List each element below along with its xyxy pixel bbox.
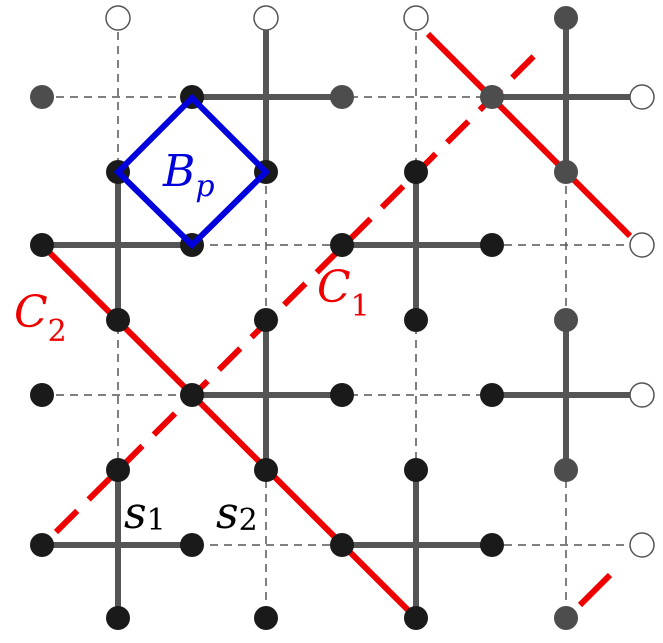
nodes-row-6 [106,458,578,482]
node-open [629,532,655,558]
node-dark [330,383,354,407]
cross-star-top-right [489,15,645,175]
nodes-row-0 [105,5,578,31]
solid-edges [39,15,645,621]
node-open [629,84,655,110]
site-s1-label: s1 [124,488,166,539]
node-gray [554,6,578,30]
node-open [403,5,429,31]
node-gray [330,85,354,109]
nodes-row-7 [30,532,655,558]
node-dark [404,160,428,184]
node-dark [254,458,278,482]
nodes-row-3 [30,232,655,258]
cross-star-center-upper [339,169,495,323]
node-open [105,5,131,31]
contour-c2-label: C2 [14,287,67,349]
node-dark [254,606,278,630]
node-dark [30,233,54,257]
node-dark [330,233,354,257]
node-dark [106,308,130,332]
node-gray [554,458,578,482]
contour-c1-label: C1 [317,262,370,324]
contour-c1-dashed-line [53,47,543,535]
plaquette-diamond [113,93,271,250]
cross-star-bottom-center [339,467,495,621]
node-dark [480,533,504,557]
node-dark [106,606,130,630]
node-dark [330,533,354,557]
contours [39,31,633,621]
node-gray [554,308,578,332]
node-open [629,232,655,258]
node-dark [106,458,130,482]
nodes-row-8 [106,606,578,630]
cross-star-top-middle [189,15,345,175]
contour-top-right-line [425,31,633,239]
node-dark [30,383,54,407]
nodes-row-4 [106,308,578,332]
node-dark [480,233,504,257]
cross-star-center-lower [189,317,345,473]
node-dark [404,606,428,630]
cross-star-right-lower [489,317,645,473]
node-gray [554,606,578,630]
plaquette-label: Bp [162,146,215,204]
contour-c2-line [39,242,419,621]
site-s2-label: s2 [216,488,258,539]
nodes-row-1 [30,84,655,110]
node-dark [254,308,278,332]
node-dark [404,308,428,332]
node-dark [480,383,504,407]
node-dark [180,533,204,557]
cross-star-bottom-left [39,467,195,621]
node-dark [30,533,54,557]
node-gray [30,85,54,109]
node-open [629,382,655,408]
contour-c1-continuation-dashed [577,572,613,608]
nodes-row-5 [30,382,655,408]
node-gray [554,160,578,184]
node-open [253,5,279,31]
node-dark [180,383,204,407]
node-gray [480,85,504,109]
cross-star-left-upper [39,169,195,323]
node-dark [404,458,428,482]
